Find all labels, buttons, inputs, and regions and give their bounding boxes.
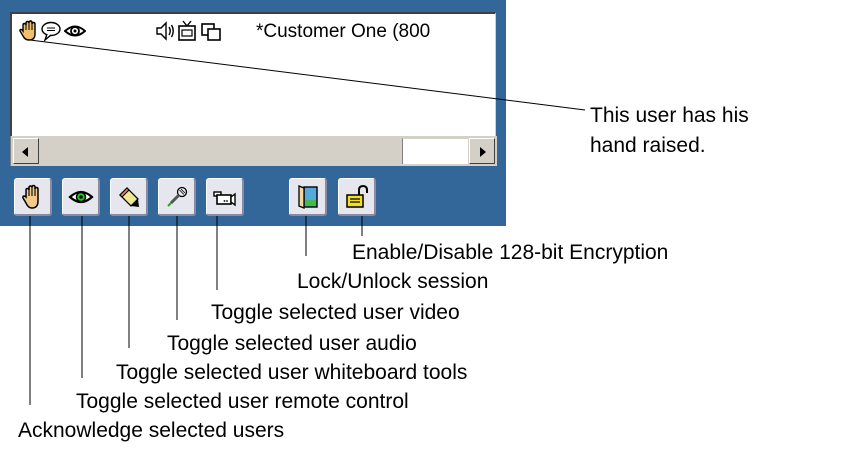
user-name: *Customer One (800 xyxy=(256,21,431,42)
tv-icon xyxy=(176,20,198,42)
door-icon xyxy=(298,185,318,209)
encryption-label: Enable/Disable 128-bit Encryption xyxy=(352,241,669,264)
chat-bubble-icon xyxy=(40,20,62,43)
microphone-icon xyxy=(167,186,188,207)
remote-control-label: Toggle selected user remote control xyxy=(76,390,409,413)
windows-icon xyxy=(200,20,222,42)
padlock-open-icon xyxy=(346,184,368,208)
arrow-right-icon xyxy=(480,147,486,157)
encryption-button[interactable] xyxy=(338,178,376,216)
video-camera-icon xyxy=(213,191,236,207)
acknowledge-button[interactable] xyxy=(14,178,52,216)
whiteboard-label: Toggle selected user whiteboard tools xyxy=(116,361,468,384)
user-list-row[interactable]: *Customer One (800 xyxy=(16,20,495,43)
acknowledge-label: Acknowledge selected users xyxy=(18,419,285,442)
lock-session-button[interactable] xyxy=(289,178,327,216)
lock-session-label: Lock/Unlock session xyxy=(297,270,489,293)
eye-icon xyxy=(63,20,87,42)
audio-label: Toggle selected user audio xyxy=(167,332,417,355)
whiteboard-tools-button[interactable] xyxy=(110,178,148,216)
hand-raised-icon xyxy=(18,20,40,42)
user-list[interactable]: *Customer One (800 xyxy=(10,12,496,136)
scroll-left-button[interactable] xyxy=(13,138,39,164)
video-label: Toggle selected user video xyxy=(211,301,460,324)
hand-raised-annotation-line1: This user has his xyxy=(590,104,749,127)
scrollbar-track[interactable] xyxy=(41,138,401,164)
scroll-right-button[interactable] xyxy=(469,138,495,164)
eye-icon xyxy=(68,190,94,204)
horizontal-scrollbar[interactable] xyxy=(10,136,497,166)
scrollbar-thumb[interactable] xyxy=(402,138,468,164)
remote-control-button[interactable] xyxy=(62,178,100,216)
arrow-left-icon xyxy=(22,147,28,157)
hand-icon xyxy=(22,184,39,209)
participant-panel: *Customer One (800 xyxy=(0,0,506,226)
speaker-icon xyxy=(154,20,176,42)
audio-button[interactable] xyxy=(158,178,196,216)
video-button[interactable] xyxy=(206,178,244,216)
hand-raised-annotation-line2: hand raised. xyxy=(590,134,706,157)
pencil-eraser-icon xyxy=(119,187,139,207)
